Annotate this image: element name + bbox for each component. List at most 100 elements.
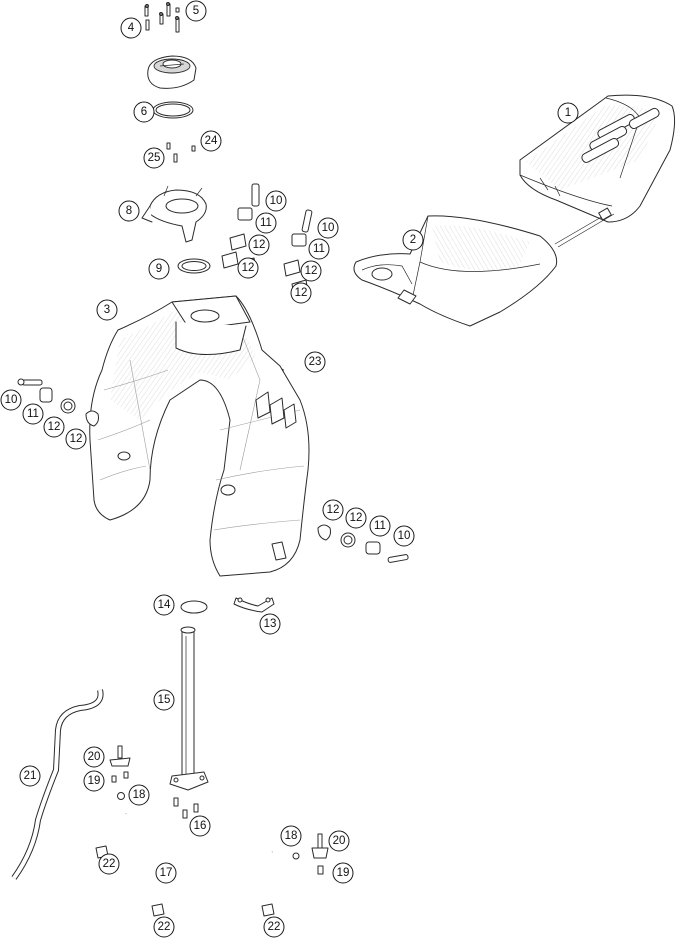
callout-12: 12 xyxy=(290,282,312,304)
svg-text:11: 11 xyxy=(27,408,39,420)
callout-12: 12 xyxy=(237,257,259,279)
svg-text:11: 11 xyxy=(313,243,325,255)
callout-22: 22 xyxy=(263,916,285,938)
svg-text:8: 8 xyxy=(126,205,132,217)
callout-9: 9 xyxy=(148,258,170,280)
callout-15: 15 xyxy=(153,689,175,711)
callout-6: 6 xyxy=(133,101,155,123)
callout-11: 11 xyxy=(22,403,44,425)
svg-text:21: 21 xyxy=(24,770,37,782)
callout-12: 12 xyxy=(300,260,322,282)
fuel-tank-part xyxy=(89,295,310,577)
svg-text:20: 20 xyxy=(88,751,101,763)
filler-bracket-part xyxy=(141,185,207,243)
callout-17: 17 xyxy=(155,862,177,884)
svg-text:20: 20 xyxy=(333,835,346,847)
callout-22: 22 xyxy=(98,853,120,875)
svg-text:12: 12 xyxy=(327,504,340,516)
callout-4: 4 xyxy=(120,17,142,39)
svg-text:6: 6 xyxy=(141,106,147,118)
fuel-pump-part xyxy=(169,626,209,791)
svg-text:16: 16 xyxy=(194,820,207,832)
svg-text:3: 3 xyxy=(104,304,110,316)
svg-text:11: 11 xyxy=(374,520,386,532)
callout-12: 12 xyxy=(322,499,344,521)
svg-text:22: 22 xyxy=(158,921,171,933)
svg-text:12: 12 xyxy=(242,262,255,274)
bracket-13-part xyxy=(233,597,275,613)
svg-text:12: 12 xyxy=(253,239,266,251)
svg-text:15: 15 xyxy=(158,694,171,706)
svg-text:18: 18 xyxy=(285,830,298,842)
svg-text:25: 25 xyxy=(148,152,161,164)
svg-text:12: 12 xyxy=(295,287,308,299)
fuel-cap-part xyxy=(147,55,197,89)
o-ring-part xyxy=(152,101,194,119)
callout-12: 12 xyxy=(345,507,367,529)
callout-10: 10 xyxy=(0,389,22,411)
callout-19: 19 xyxy=(83,770,105,792)
hose-clamps-part xyxy=(95,845,275,917)
svg-text:22: 22 xyxy=(103,858,116,870)
callout-11: 11 xyxy=(369,515,391,537)
callout-24: 24 xyxy=(200,130,222,152)
svg-text:23: 23 xyxy=(309,356,322,368)
breather-hose-part xyxy=(11,689,104,880)
callout-19: 19 xyxy=(332,862,354,884)
callout-3: 3 xyxy=(96,299,118,321)
svg-text:9: 9 xyxy=(156,263,162,275)
callout-18: 18 xyxy=(280,825,302,847)
callout-23: 23 xyxy=(304,351,326,373)
callout-20: 20 xyxy=(328,830,350,852)
callout-16: 16 xyxy=(189,815,211,837)
svg-text:12: 12 xyxy=(350,512,363,524)
callout-25: 25 xyxy=(143,147,165,169)
callout-12: 12 xyxy=(43,416,65,438)
callout-10: 10 xyxy=(317,217,339,239)
callout-10: 10 xyxy=(393,525,415,547)
svg-text:11: 11 xyxy=(260,217,272,229)
callout-11: 11 xyxy=(308,238,330,260)
callout-18: 18 xyxy=(128,784,150,806)
svg-text:14: 14 xyxy=(158,599,171,611)
svg-text:4: 4 xyxy=(128,22,135,34)
ring-14-part xyxy=(180,600,208,614)
svg-text:12: 12 xyxy=(48,421,61,433)
callout-20: 20 xyxy=(83,746,105,768)
callout-21: 21 xyxy=(19,765,41,787)
svg-text:10: 10 xyxy=(398,530,411,542)
callout-10: 10 xyxy=(265,190,287,212)
svg-text:12: 12 xyxy=(305,265,318,277)
cap-screws-part xyxy=(144,2,180,33)
svg-text:10: 10 xyxy=(322,222,335,234)
rear-seat-part xyxy=(519,94,676,248)
svg-text:1: 1 xyxy=(565,107,571,119)
callout-8: 8 xyxy=(118,200,140,222)
callout-11: 11 xyxy=(255,212,277,234)
svg-text:5: 5 xyxy=(193,5,199,17)
svg-text:2: 2 xyxy=(410,234,416,246)
callout-14: 14 xyxy=(153,594,175,616)
svg-text:17: 17 xyxy=(160,867,173,879)
svg-text:10: 10 xyxy=(5,394,18,406)
callout-2: 2 xyxy=(402,229,424,251)
mount-bolts-right-part xyxy=(317,524,409,563)
svg-text:13: 13 xyxy=(264,618,277,630)
svg-text:19: 19 xyxy=(337,867,350,879)
callout-5: 5 xyxy=(185,0,207,22)
front-seat-part xyxy=(353,215,558,327)
valve-left-part xyxy=(109,745,131,800)
callout-12: 12 xyxy=(65,428,87,450)
svg-text:22: 22 xyxy=(268,921,281,933)
svg-text:18: 18 xyxy=(133,789,146,801)
pump-screws-part xyxy=(173,797,199,819)
svg-text:12: 12 xyxy=(70,433,83,445)
svg-text:10: 10 xyxy=(270,195,283,207)
seal-ring-part xyxy=(177,258,211,274)
small-screws-part xyxy=(166,142,196,163)
callout-22: 22 xyxy=(153,916,175,938)
callout-1: 1 xyxy=(557,102,579,124)
mount-bolts-left-part xyxy=(17,378,99,427)
callout-13: 13 xyxy=(259,613,281,635)
